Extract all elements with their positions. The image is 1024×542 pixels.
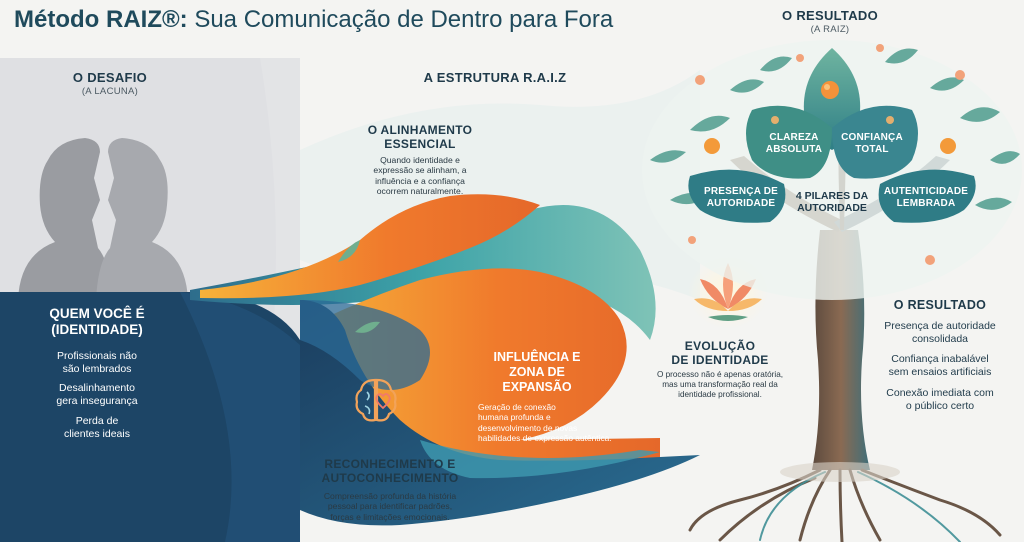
pillar-autenticidade: AUTENTICIDADE LEMBRADA bbox=[883, 186, 969, 209]
teal-flow bbox=[190, 205, 656, 340]
desafio-item: Profissionais não são lembrados bbox=[57, 350, 137, 376]
pillar-clareza: CLAREZA ABSOLUTA bbox=[765, 132, 823, 155]
resultado-item: Presença de autoridade consolidada bbox=[884, 320, 996, 346]
identidade-heading: QUEM VOCÊ É (IDENTIDADE) bbox=[49, 306, 145, 338]
desafio-items: Profissionais não são lembrados Desalinh… bbox=[12, 350, 182, 441]
evolucao-body: O processo não é apenas oratória, mas um… bbox=[656, 370, 784, 399]
resultado-top-subheading: (A RAIZ) bbox=[810, 24, 850, 35]
alinhamento-heading: O ALINHAMENTO ESSENCIAL bbox=[367, 123, 473, 151]
title-bold: Método RAIZ®: bbox=[14, 6, 188, 33]
reconhecimento-heading: RECONHECIMENTO E AUTOCONHECIMENTO bbox=[321, 457, 459, 485]
navy-flow bbox=[300, 300, 700, 526]
brain-heart-icon bbox=[355, 378, 397, 422]
evolucao-heading: EVOLUÇÃO DE IDENTIDADE bbox=[671, 339, 769, 367]
page-title: Método RAIZ®: Sua Comunicação de Dentro … bbox=[14, 6, 613, 34]
leaf-confianca bbox=[832, 105, 918, 179]
influencia-body: Geração de conexão humana profunda e des… bbox=[478, 402, 612, 443]
leaf-autenticidade bbox=[878, 169, 976, 223]
leaf-clareza bbox=[746, 105, 832, 179]
reconhecimento-body: Compreensão profunda da história pessoal… bbox=[323, 491, 457, 522]
desafio-item: Perda de clientes ideais bbox=[64, 414, 130, 440]
pillars-center-label: 4 PILARES DA AUTORIDADE bbox=[795, 190, 869, 215]
resultado-item: Conexão imediata com o público certo bbox=[886, 386, 994, 412]
influencia-heading: INFLUÊNCIA E ZONA DE EXPANSÃO bbox=[493, 350, 581, 394]
resultado-items: Presença de autoridade consolidada Confi… bbox=[862, 320, 1018, 413]
desafio-item: Desalinhamento gera insegurança bbox=[56, 382, 138, 408]
title-rest: Sua Comunicação de Dentro para Fora bbox=[187, 6, 614, 33]
resultado-heading: O RESULTADO bbox=[893, 298, 987, 312]
desafio-heading: O DESAFIO bbox=[72, 70, 148, 85]
pillar-confianca: CONFIANÇA TOTAL bbox=[841, 132, 903, 155]
pillar-presenca: PRESENÇA DE AUTORIDADE bbox=[703, 186, 779, 209]
resultado-item: Confiança inabalável sem ensaios artific… bbox=[888, 353, 992, 379]
resultado-top-heading: O RESULTADO bbox=[782, 8, 878, 23]
split-faces-illustration bbox=[18, 138, 188, 300]
alinhamento-body: Quando identidade e expressão se alinham… bbox=[373, 155, 467, 197]
estrutura-heading: A ESTRUTURA R.A.I.Z bbox=[423, 70, 567, 85]
desafio-subheading: (A LACUNA) bbox=[81, 86, 139, 97]
leaf-presenca bbox=[688, 169, 786, 223]
orange-upper-flow bbox=[200, 194, 540, 299]
